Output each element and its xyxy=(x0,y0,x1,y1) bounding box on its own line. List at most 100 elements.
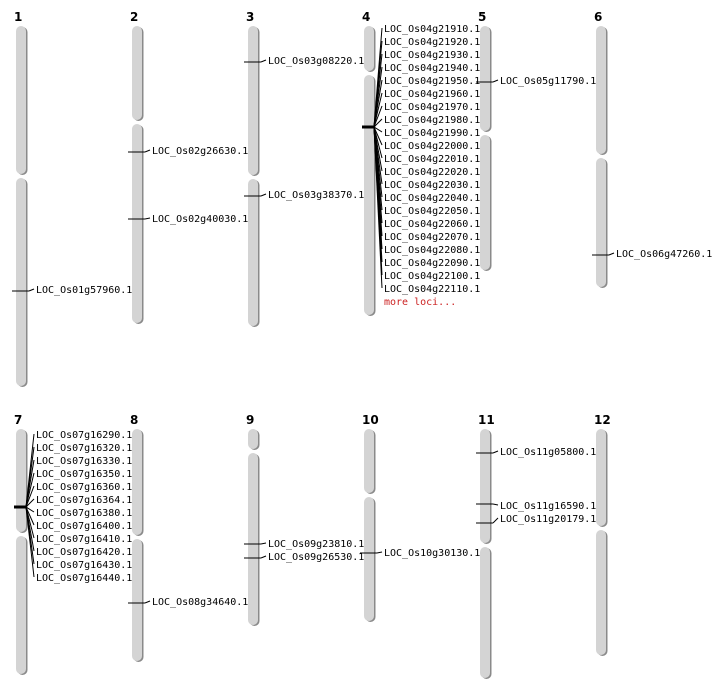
chromosome-p-arm[interactable] xyxy=(596,429,606,526)
locus-label[interactable]: LOC_Os07g16320.1 xyxy=(36,443,132,454)
locus-label[interactable]: LOC_Os11g16590.1 xyxy=(500,501,596,512)
locus-connector xyxy=(25,498,35,508)
chromosome-number: 3 xyxy=(246,10,254,24)
locus-connector xyxy=(28,288,35,292)
locus-label[interactable]: LOC_Os04g21980.1 xyxy=(384,115,480,126)
locus-connector xyxy=(144,600,151,604)
locus-label[interactable]: LOC_Os06g47260.1 xyxy=(616,249,712,260)
locus-connector xyxy=(25,506,35,513)
locus-label[interactable]: LOC_Os11g05800.1 xyxy=(500,447,596,458)
locus-label[interactable]: LOC_Os07g16360.1 xyxy=(36,482,132,493)
chromosome-q-arm[interactable] xyxy=(596,158,606,287)
locus-label[interactable]: LOC_Os07g16350.1 xyxy=(36,469,132,480)
locus-connector xyxy=(492,79,499,83)
locus-label[interactable]: LOC_Os07g16420.1 xyxy=(36,547,132,558)
locus-label[interactable]: LOC_Os03g08220.1 xyxy=(268,56,364,67)
locus-label[interactable]: LOC_Os04g21990.1 xyxy=(384,128,480,139)
locus-label[interactable]: LOC_Os03g38370.1 xyxy=(268,190,364,201)
chromosome-number: 9 xyxy=(246,413,254,427)
chromosome-p-arm[interactable] xyxy=(480,429,490,543)
locus-label[interactable]: LOC_Os04g22070.1 xyxy=(384,232,480,243)
locus-label[interactable]: LOC_Os04g22030.1 xyxy=(384,180,480,191)
chromosome-p-arm[interactable] xyxy=(132,26,142,120)
locus-label[interactable]: LOC_Os04g21950.1 xyxy=(384,76,480,87)
chromosome-number: 5 xyxy=(478,10,486,24)
locus-connector xyxy=(373,126,383,146)
locus-label[interactable]: LOC_Os07g16330.1 xyxy=(36,456,132,467)
locus-connector xyxy=(260,59,267,63)
locus-connector xyxy=(373,126,383,289)
chromosome-number: 6 xyxy=(594,10,602,24)
locus-label[interactable]: LOC_Os07g16400.1 xyxy=(36,521,132,532)
locus-label[interactable]: LOC_Os02g26630.1 xyxy=(152,146,248,157)
locus-label[interactable]: LOC_Os04g22100.1 xyxy=(384,271,480,282)
chromosome-p-arm[interactable] xyxy=(364,26,374,71)
locus-label[interactable]: LOC_Os07g16380.1 xyxy=(36,508,132,519)
chromosome-p-arm[interactable] xyxy=(596,26,606,154)
locus-connector xyxy=(144,149,151,153)
chromosome-q-arm[interactable] xyxy=(596,530,606,655)
locus-label[interactable]: LOC_Os04g22000.1 xyxy=(384,141,480,152)
chromosome-q-arm[interactable] xyxy=(132,539,142,661)
chromosome-q-arm[interactable] xyxy=(480,135,490,270)
locus-label[interactable]: LOC_Os07g16440.1 xyxy=(36,573,132,584)
chromosome-p-arm[interactable] xyxy=(364,429,374,493)
chromosome-q-arm[interactable] xyxy=(364,75,374,315)
locus-connector xyxy=(492,450,499,454)
locus-label[interactable]: LOC_Os07g16410.1 xyxy=(36,534,132,545)
chromosome-number: 10 xyxy=(362,413,379,427)
chromosome-p-arm[interactable] xyxy=(248,26,258,175)
locus-label[interactable]: LOC_Os09g23810.1 xyxy=(268,539,364,550)
locus-label[interactable]: LOC_Os04g21940.1 xyxy=(384,63,480,74)
chromosome-q-arm[interactable] xyxy=(480,547,490,678)
locus-label[interactable]: LOC_Os10g30130.1 xyxy=(384,548,480,559)
chromosome-number: 1 xyxy=(14,10,22,24)
chromosome-p-arm[interactable] xyxy=(16,429,26,532)
locus-label[interactable]: LOC_Os09g26530.1 xyxy=(268,552,364,563)
locus-label[interactable]: LOC_Os04g21970.1 xyxy=(384,102,480,113)
chromosome-p-arm[interactable] xyxy=(132,429,142,535)
chromosome-number: 4 xyxy=(362,10,370,24)
chromosome-q-arm[interactable] xyxy=(132,124,142,323)
locus-label[interactable]: LOC_Os07g16364.1 xyxy=(36,495,132,506)
locus-label[interactable]: LOC_Os04g22020.1 xyxy=(384,167,480,178)
locus-label[interactable]: LOC_Os04g22080.1 xyxy=(384,245,480,256)
chromosome-number: 8 xyxy=(130,413,138,427)
locus-label[interactable]: LOC_Os02g40030.1 xyxy=(152,214,248,225)
locus-label[interactable]: LOC_Os05g11790.1 xyxy=(500,76,596,87)
locus-connector xyxy=(260,555,267,559)
locus-label[interactable]: LOC_Os04g21920.1 xyxy=(384,37,480,48)
chromosome-q-arm[interactable] xyxy=(16,536,26,674)
locus-label[interactable]: LOC_Os04g22060.1 xyxy=(384,219,480,230)
locus-label[interactable]: LOC_Os04g22040.1 xyxy=(384,193,480,204)
locus-label[interactable]: LOC_Os01g57960.1 xyxy=(36,285,132,296)
locus-connector xyxy=(492,503,499,506)
more-loci-link[interactable]: more loci... xyxy=(384,297,456,308)
locus-label[interactable]: LOC_Os04g21930.1 xyxy=(384,50,480,61)
locus-connector xyxy=(376,551,383,554)
locus-connector xyxy=(25,506,35,578)
locus-label[interactable]: LOC_Os04g21910.1 xyxy=(384,24,480,35)
chromosome-p-arm[interactable] xyxy=(480,26,490,131)
locus-label[interactable]: LOC_Os08g34640.1 xyxy=(152,597,248,608)
locus-connector xyxy=(373,92,383,128)
locus-label[interactable]: LOC_Os04g21960.1 xyxy=(384,89,480,100)
chromosome-p-arm[interactable] xyxy=(16,26,26,174)
locus-label[interactable]: LOC_Os04g22010.1 xyxy=(384,154,480,165)
locus-connector xyxy=(373,105,383,128)
locus-connector xyxy=(492,517,499,524)
chromosome-q-arm[interactable] xyxy=(248,179,258,326)
locus-label[interactable]: LOC_Os04g22110.1 xyxy=(384,284,480,295)
chromosome-number: 7 xyxy=(14,413,22,427)
locus-label[interactable]: LOC_Os07g16430.1 xyxy=(36,560,132,571)
chromosome-q-arm[interactable] xyxy=(16,178,26,386)
chromosome-q-arm[interactable] xyxy=(248,453,258,625)
locus-connector xyxy=(260,542,267,545)
chromosome-q-arm[interactable] xyxy=(364,497,374,621)
locus-label[interactable]: LOC_Os11g20179.1 xyxy=(500,514,596,525)
locus-label[interactable]: LOC_Os04g22050.1 xyxy=(384,206,480,217)
locus-label[interactable]: LOC_Os07g16290.1 xyxy=(36,430,132,441)
chromosome-p-arm[interactable] xyxy=(248,429,258,449)
locus-label[interactable]: LOC_Os04g22090.1 xyxy=(384,258,480,269)
